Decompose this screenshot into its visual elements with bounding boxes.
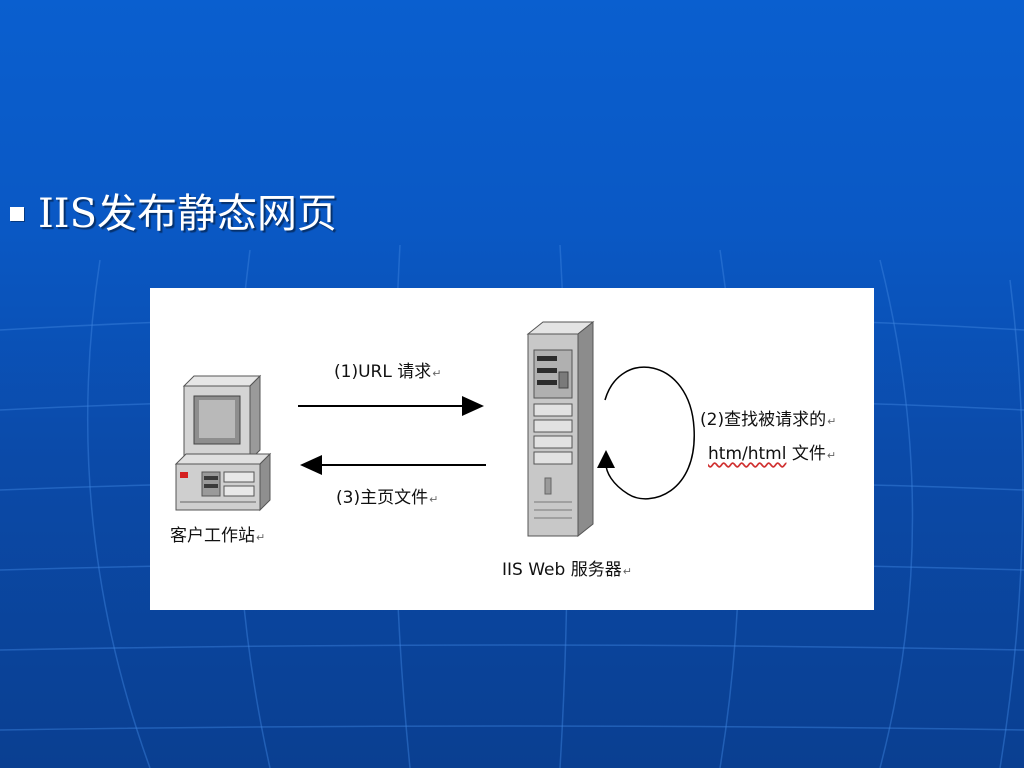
server-label: IIS Web 服务器↵ (502, 560, 632, 580)
server-tower-icon (526, 320, 595, 538)
diagram-panel: (1)URL 请求↵ (3)主页文件↵ (2)查找被请求的↵ htm/html … (150, 288, 874, 610)
client-label: 客户工作站↵ (170, 526, 266, 546)
client-computer-icon (174, 374, 272, 512)
slide-title: IIS发布静态网页 (38, 191, 338, 237)
bullet-icon (10, 207, 24, 221)
loop-arrow (597, 366, 695, 500)
request-label: (1)URL 请求↵ (334, 362, 442, 382)
response-label: (3)主页文件↵ (336, 488, 439, 508)
response-arrow (300, 455, 486, 475)
htm-html-text: htm/html (708, 444, 787, 464)
find-file-label-line2: htm/html 文件↵ (708, 444, 837, 464)
find-file-label-line1: (2)查找被请求的↵ (700, 410, 837, 430)
slide-title-row: IIS发布静态网页 (10, 188, 337, 240)
request-arrow (298, 396, 484, 416)
